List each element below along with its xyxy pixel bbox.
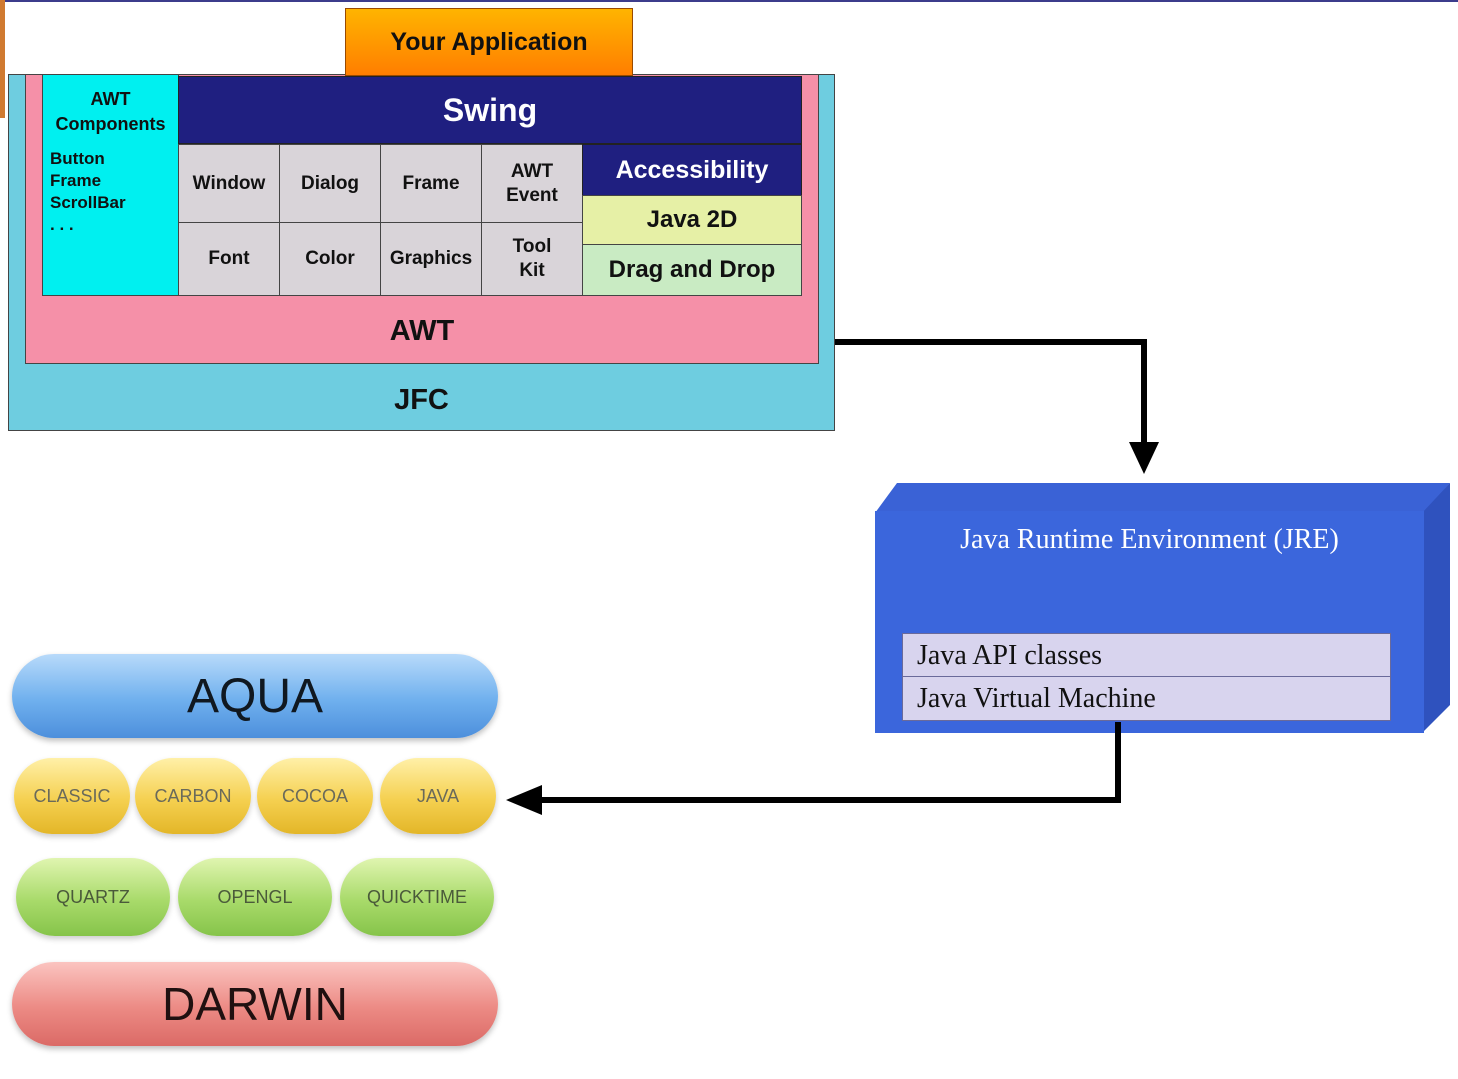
cocoa-pill: COCOA [257,758,373,834]
jfc-label: JFC [394,383,449,416]
awt-components-title: AWT Components [44,86,177,138]
awt-component-item: Button [50,149,105,168]
awt-event-cell: AWT Event [481,144,583,223]
drag-and-drop-box: Drag and Drop [582,244,802,296]
dialog-cell: Dialog [279,144,381,223]
graphics-cell: Graphics [380,222,482,296]
jre-block-side-face [1422,483,1450,733]
swing-box: Swing [178,76,802,144]
awt-event-line2: Event [506,184,558,206]
quicktime-pill: QUICKTIME [340,858,494,936]
accessibility-box: Accessibility [582,144,802,196]
java-virtual-machine-row: Java Virtual Machine [902,676,1391,721]
toolkit-line2: Kit [519,260,545,281]
opengl-pill: OPENGL [178,858,332,936]
top-border-line [0,0,1458,2]
awt-components-title-line1: AWT [90,89,131,109]
darwin-layer: DARWIN [12,962,498,1046]
awt-component-item: ScrollBar [50,193,126,212]
toolkit-line1: Tool [512,236,552,257]
java2d-box: Java 2D [582,195,802,245]
awt-components-box [42,74,179,296]
aqua-layer: AQUA [12,654,498,738]
awt-event-line1: AWT [510,160,554,182]
toolkit-cell: Tool Kit [481,222,583,296]
quartz-pill: QUARTZ [16,858,170,936]
jre-title: Java Runtime Environment (JRE) [960,524,1339,555]
arrow-jfc-to-jre [835,339,1147,446]
left-accent-bar [0,0,5,118]
arrow-head-left [506,785,542,815]
awt-components-title-line2: Components [55,114,166,134]
awt-label: AWT [389,314,455,347]
arrow-head-down [1129,442,1159,474]
awt-component-item: Frame [50,171,102,190]
java-api-classes-row: Java API classes [902,633,1391,678]
awt-component-item: . . . [50,215,74,234]
window-cell: Window [178,144,280,223]
awt-components-list: Button Frame ScrollBar . . . [50,148,175,248]
font-cell: Font [178,222,280,296]
arrow-jre-to-macos [538,722,1121,803]
your-application-box: Your Application [345,8,633,76]
color-cell: Color [279,222,381,296]
classic-pill: CLASSIC [14,758,130,834]
java-pill: JAVA [380,758,496,834]
jre-block-top-face [875,483,1450,513]
carbon-pill: CARBON [135,758,251,834]
